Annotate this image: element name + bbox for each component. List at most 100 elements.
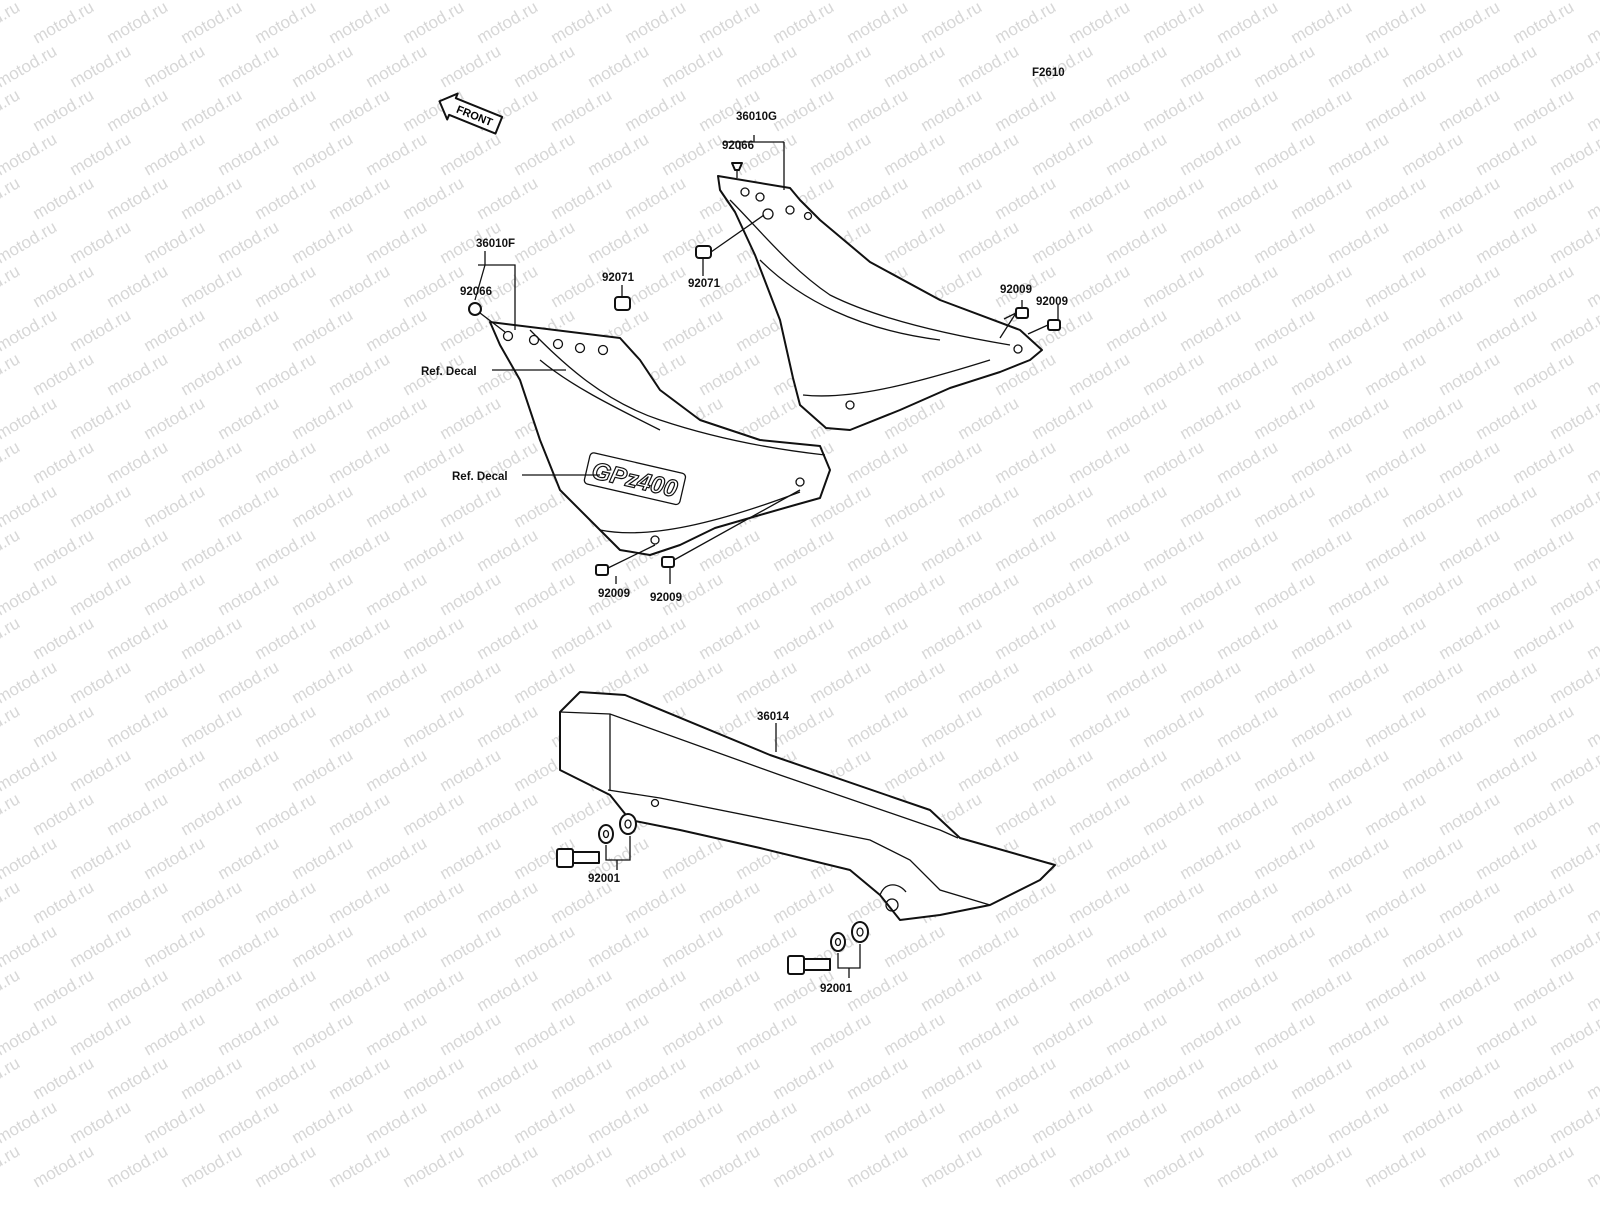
watermark-text: motod.ru — [215, 921, 283, 971]
watermark-text: motod.ru — [0, 393, 60, 443]
watermark-text: motod.ru — [1066, 261, 1134, 311]
watermark-text: motod.ru — [918, 0, 986, 47]
watermark-text: motod.ru — [215, 393, 283, 443]
watermark-text: motod.ru — [955, 745, 1023, 795]
watermark-text: motod.ru — [1288, 173, 1356, 223]
watermark-text: motod.ru — [1584, 349, 1600, 399]
watermark-text: motod.ru — [363, 657, 431, 707]
watermark-text: motod.ru — [1103, 745, 1171, 795]
watermark-text: motod.ru — [141, 921, 209, 971]
watermark-text: motod.ru — [1066, 789, 1134, 839]
watermark-text: motod.ru — [1140, 261, 1208, 311]
watermark-text: motod.ru — [770, 877, 838, 927]
watermark-text: motod.ru — [1177, 745, 1245, 795]
watermark-text: motod.ru — [696, 1053, 764, 1103]
watermark-text: motod.ru — [215, 1097, 283, 1147]
watermark-text: motod.ru — [548, 965, 616, 1015]
watermark-text: motod.ru — [1510, 437, 1578, 487]
watermark-text: motod.ru — [992, 965, 1060, 1015]
watermark-text: motod.ru — [622, 261, 690, 311]
watermark-text: motod.ru — [548, 0, 616, 47]
watermark-text: motod.ru — [918, 173, 986, 223]
watermark-text: motod.ru — [1584, 437, 1600, 487]
watermark-text: motod.ru — [30, 0, 98, 47]
watermark-text: motod.ru — [1584, 1141, 1600, 1191]
watermark-text: motod.ru — [141, 217, 209, 267]
watermark-text: motod.ru — [326, 85, 394, 135]
watermark-text: motod.ru — [1436, 525, 1504, 575]
watermark-text: motod.ru — [1066, 0, 1134, 47]
watermark-text: motod.ru — [1251, 217, 1319, 267]
watermark-text: motod.ru — [363, 1009, 431, 1059]
watermark-text: motod.ru — [881, 1009, 949, 1059]
watermark-text: motod.ru — [363, 305, 431, 355]
watermark-text: motod.ru — [141, 1097, 209, 1147]
watermark-text: motod.ru — [1362, 0, 1430, 47]
watermark-text: motod.ru — [0, 1097, 60, 1147]
watermark-text: motod.ru — [1473, 1097, 1541, 1147]
watermark-text: motod.ru — [326, 1141, 394, 1191]
watermark-text: motod.ru — [1288, 965, 1356, 1015]
watermark-text: motod.ru — [400, 877, 468, 927]
watermark-text: motod.ru — [252, 261, 320, 311]
watermark-text: motod.ru — [0, 1141, 23, 1191]
watermark-text: motod.ru — [1066, 349, 1134, 399]
watermark-text: motod.ru — [104, 613, 172, 663]
watermark-text: motod.ru — [141, 305, 209, 355]
watermark-text: motod.ru — [1325, 745, 1393, 795]
watermark-text: motod.ru — [1325, 569, 1393, 619]
watermark-text: motod.ru — [585, 1097, 653, 1147]
watermark-text: motod.ru — [955, 1097, 1023, 1147]
callout-36014: 36014 — [757, 711, 790, 723]
watermark-text: motod.ru — [252, 85, 320, 135]
watermark-text: motod.ru — [215, 745, 283, 795]
watermark-text: motod.ru — [548, 173, 616, 223]
watermark-text: motod.ru — [104, 1053, 172, 1103]
watermark-text: motod.ru — [1436, 173, 1504, 223]
watermark-text: motod.ru — [1029, 921, 1097, 971]
watermark-text: motod.ru — [1436, 965, 1504, 1015]
watermark-text: motod.ru — [215, 305, 283, 355]
watermark-text: motod.ru — [289, 833, 357, 883]
watermark-text: motod.ru — [511, 1097, 579, 1147]
watermark-text: motod.ru — [437, 569, 505, 619]
watermark-text: motod.ru — [252, 1053, 320, 1103]
watermark-text: motod.ru — [992, 701, 1060, 751]
watermark-text: motod.ru — [0, 129, 60, 179]
watermark-text: motod.ru — [252, 701, 320, 751]
watermark-text: motod.ru — [770, 85, 838, 135]
watermark-text: motod.ru — [1177, 217, 1245, 267]
watermark-text: motod.ru — [104, 965, 172, 1015]
watermark-text: motod.ru — [1399, 657, 1467, 707]
watermark-text: motod.ru — [511, 1009, 579, 1059]
watermark-text: motod.ru — [1066, 613, 1134, 663]
watermark-text: motod.ru — [844, 173, 912, 223]
watermark-text: motod.ru — [1362, 525, 1430, 575]
grommet-left-icon — [615, 297, 630, 310]
watermark-text: motod.ru — [807, 657, 875, 707]
watermark-text: motod.ru — [437, 393, 505, 443]
watermark-text: motod.ru — [881, 657, 949, 707]
watermark-text: motod.ru — [955, 657, 1023, 707]
watermark-text: motod.ru — [363, 745, 431, 795]
watermark-text: motod.ru — [844, 1053, 912, 1103]
watermark-text: motod.ru — [474, 701, 542, 751]
watermark-text: motod.ru — [1140, 789, 1208, 839]
watermark-text: motod.ru — [30, 349, 98, 399]
watermark-text: motod.ru — [1214, 965, 1282, 1015]
watermark-text: motod.ru — [1214, 85, 1282, 135]
watermark-text: motod.ru — [252, 349, 320, 399]
watermark-text: motod.ru — [918, 1141, 986, 1191]
watermark-text: motod.ru — [326, 261, 394, 311]
watermark-text: motod.ru — [326, 965, 394, 1015]
watermark-text: motod.ru — [1029, 481, 1097, 531]
watermark-text: motod.ru — [1103, 657, 1171, 707]
watermark-text: motod.ru — [1177, 41, 1245, 91]
watermark-text: motod.ru — [733, 41, 801, 91]
watermark-text: motod.ru — [1510, 261, 1578, 311]
watermark-text: motod.ru — [1251, 305, 1319, 355]
watermark-text: motod.ru — [585, 921, 653, 971]
watermark-text: motod.ru — [1473, 41, 1541, 91]
watermark-text: motod.ru — [289, 217, 357, 267]
watermark-text: motod.ru — [1436, 877, 1504, 927]
